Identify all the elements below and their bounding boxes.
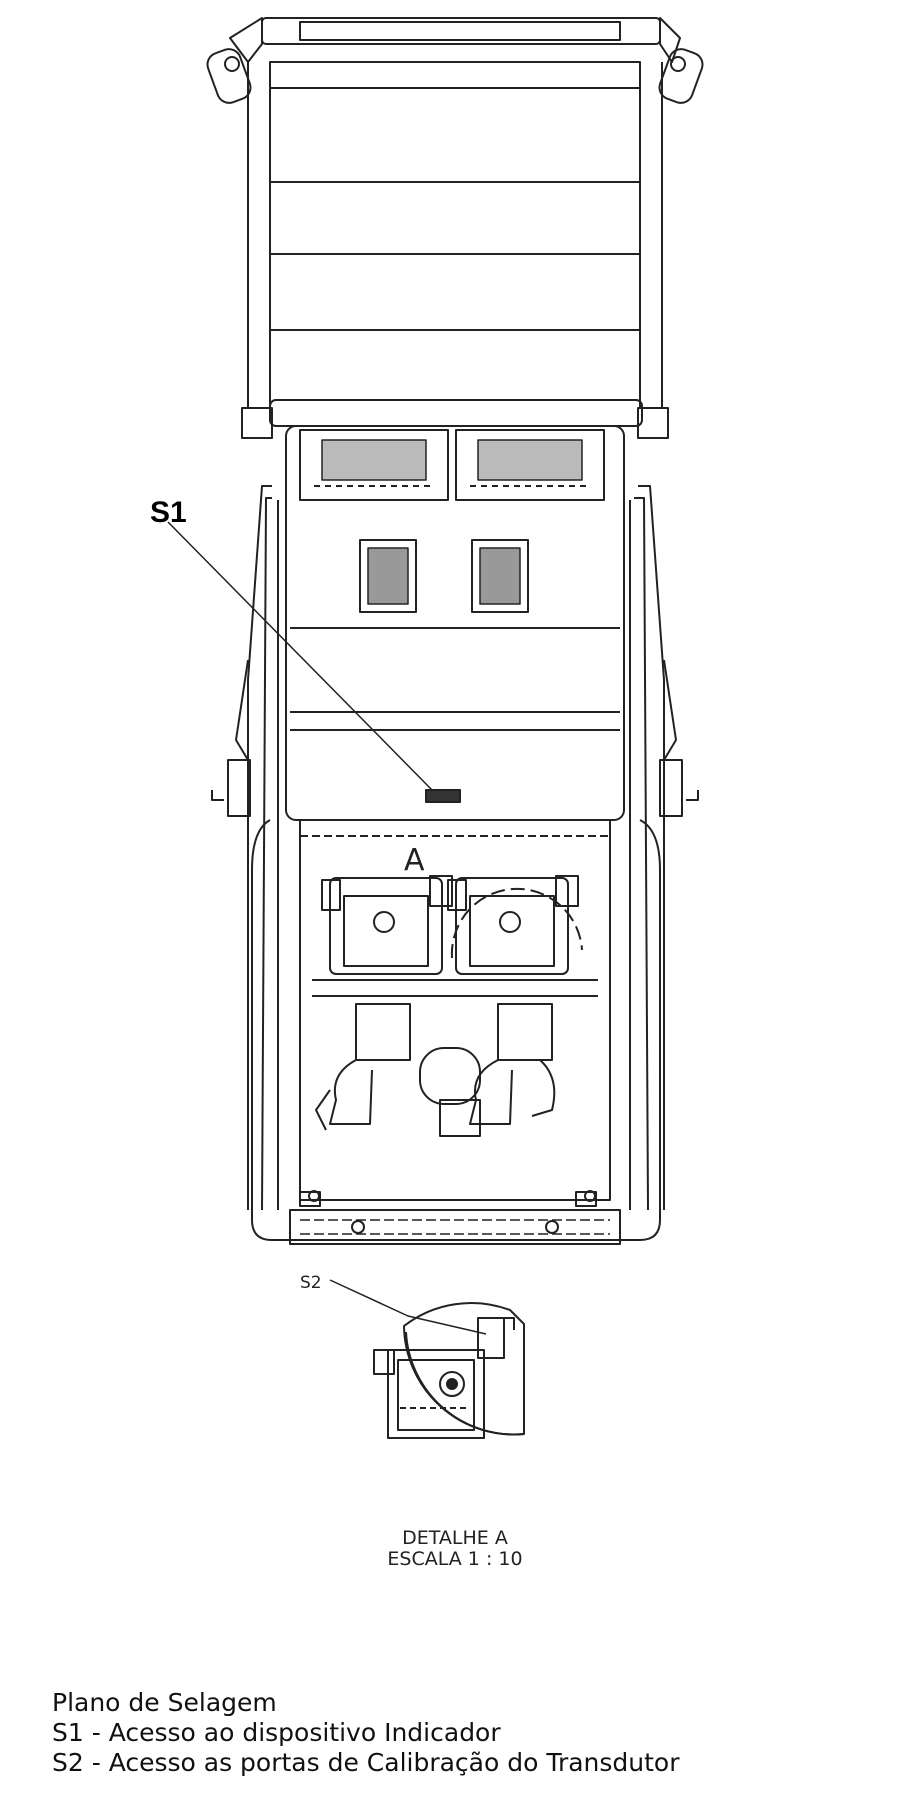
s2-leader-line <box>329 1279 487 1335</box>
s1-leader-line <box>167 521 433 791</box>
seal-s1-marker <box>425 789 461 803</box>
dispenser-head <box>241 399 669 821</box>
section-a-label: A <box>404 843 425 878</box>
legend-item-s2: S2 - Acesso as portas de Calibração do T… <box>52 1748 680 1777</box>
detail-caption: DETALHE A ESCALA 1 : 10 <box>0 1528 910 1570</box>
legend-title: Plano de Selagem <box>52 1688 277 1717</box>
detail-title: DETALHE A <box>402 1527 508 1549</box>
detail-scale: ESCALA 1 : 10 <box>387 1548 523 1570</box>
hydraulic-compartment <box>289 819 621 1245</box>
s2-label: S2 <box>300 1273 322 1293</box>
s1-label: S1 <box>150 496 187 529</box>
detail-a-view <box>329 1279 525 1439</box>
canopy-frame <box>206 17 704 408</box>
sealing-plan-legend: Plano de Selagem S1 - Acesso ao disposit… <box>52 1688 680 1778</box>
legend-item-s1: S1 - Acesso ao dispositivo Indicador <box>52 1718 501 1747</box>
side-columns <box>211 485 699 1241</box>
